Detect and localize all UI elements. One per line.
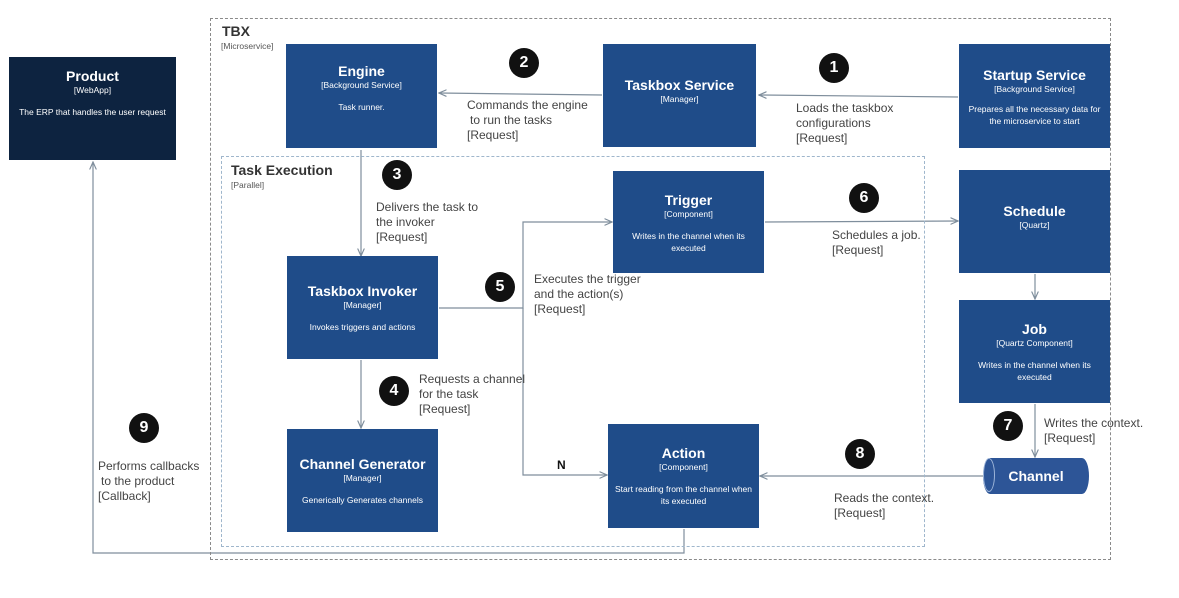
edge-label-9-line-1: Performs callbacks bbox=[98, 459, 200, 473]
taskbox-invoker-type: [Manager] bbox=[343, 300, 382, 310]
taskbox-invoker-node[interactable]: Taskbox Invoker [Manager] Invokes trigge… bbox=[287, 256, 438, 359]
edge-label-4: Requests a channel for the task [Request… bbox=[419, 372, 525, 417]
product-title: Product bbox=[66, 68, 119, 84]
tbx-title: TBX bbox=[222, 23, 250, 39]
edge-label-7: Writes the context. [Request] bbox=[1044, 416, 1143, 446]
edge-invoker-to-action bbox=[522, 308, 607, 475]
job-node[interactable]: Job [Quartz Component] Writes in the cha… bbox=[959, 300, 1110, 403]
edge-label-3: Delivers the task to the invoker [Reques… bbox=[376, 200, 478, 245]
edge-label-1-line-3: [Request] bbox=[796, 131, 848, 145]
edge-label-3-line-1: Delivers the task to bbox=[376, 200, 479, 214]
schedule-node[interactable]: Schedule [Quartz] bbox=[959, 170, 1110, 273]
edge-invoker-to-trigger bbox=[439, 222, 612, 309]
channel-node[interactable]: Channel bbox=[983, 458, 1089, 494]
channel-generator-type: [Manager] bbox=[343, 473, 382, 483]
startup-service-type: [Background Service] bbox=[994, 84, 1075, 94]
trigger-type: [Component] bbox=[664, 209, 713, 219]
edge-label-1-line-2: configurations bbox=[796, 116, 871, 130]
taskbox-invoker-title: Taskbox Invoker bbox=[307, 283, 418, 299]
edge-label-5: Executes the trigger and the action(s) [… bbox=[534, 272, 641, 317]
edge-label-1: Loads the taskbox configurations [Reques… bbox=[796, 101, 893, 146]
step-badge-1: 1 bbox=[819, 53, 849, 83]
task-execution-title: Task Execution bbox=[231, 162, 333, 178]
action-desc: Start reading from the channel when its … bbox=[614, 484, 753, 506]
taskbox-invoker-desc: Invokes triggers and actions bbox=[309, 322, 416, 332]
edge-label-2: Commands the engine to run the tasks [Re… bbox=[467, 98, 588, 143]
channel-generator-title: Channel Generator bbox=[299, 456, 426, 472]
channel-generator-desc: Generically Generates channels bbox=[302, 495, 423, 505]
edge-label-6-line-1: Schedules a job. bbox=[832, 228, 921, 242]
job-title: Job bbox=[1022, 321, 1047, 337]
step-badge-8: 8 bbox=[845, 439, 875, 469]
edge-label-3-line-2: the invoker bbox=[376, 215, 435, 229]
startup-service-desc: Prepares all the necessary data for the … bbox=[968, 104, 1101, 126]
edge-label-2-line-1: Commands the engine bbox=[467, 98, 588, 112]
trigger-desc: Writes in the channel when its executed bbox=[632, 231, 745, 253]
edge-trigger-to-schedule bbox=[764, 221, 958, 222]
edge-action-to-product bbox=[93, 162, 685, 554]
edge-label-8-line-2: [Request] bbox=[834, 506, 886, 520]
task-execution-boundary bbox=[221, 156, 925, 547]
action-node[interactable]: Action [Component] Start reading from th… bbox=[608, 424, 759, 528]
edge-label-5-line-1: Executes the trigger bbox=[534, 272, 641, 286]
step-badge-9: 9 bbox=[129, 413, 159, 443]
trigger-title: Trigger bbox=[664, 192, 713, 208]
edge-label-2-line-3: [Request] bbox=[467, 128, 519, 142]
tbx-tag: [Microservice] bbox=[221, 41, 274, 51]
startup-service-title: Startup Service bbox=[983, 67, 1086, 83]
step-badge-7: 7 bbox=[993, 411, 1023, 441]
product-node[interactable]: Product [WebApp] The ERP that handles th… bbox=[9, 57, 176, 160]
product-type: [WebApp] bbox=[73, 85, 112, 95]
edge-taskbox-to-engine bbox=[439, 93, 603, 95]
step-badge-6: 6 bbox=[849, 183, 879, 213]
action-type: [Component] bbox=[659, 462, 708, 472]
edge-label-2-line-2: to run the tasks bbox=[470, 113, 553, 127]
step-badge-5: 5 bbox=[485, 272, 515, 302]
product-desc: The ERP that handles the user request bbox=[19, 107, 166, 117]
taskbox-service-node[interactable]: Taskbox Service [Manager] bbox=[603, 44, 756, 147]
edge-label-5-line-2: and the action(s) bbox=[534, 287, 624, 301]
edge-label-3-line-3: [Request] bbox=[376, 230, 428, 244]
schedule-type: [Quartz] bbox=[1019, 220, 1050, 230]
edge-label-5-line-3: [Request] bbox=[534, 302, 586, 316]
job-desc: Writes in the channel when its executed bbox=[978, 360, 1091, 382]
task-execution-tag: [Parallel] bbox=[231, 180, 265, 190]
channel-generator-node[interactable]: Channel Generator [Manager] Generically … bbox=[287, 429, 438, 532]
taskbox-service-title: Taskbox Service bbox=[624, 77, 735, 93]
tbx-boundary bbox=[210, 18, 1111, 560]
action-title: Action bbox=[661, 445, 706, 461]
job-type: [Quartz Component] bbox=[996, 338, 1073, 348]
startup-service-node[interactable]: Startup Service [Background Service] Pre… bbox=[959, 44, 1110, 148]
edge-label-4-line-3: [Request] bbox=[419, 402, 471, 416]
engine-type: [Background Service] bbox=[321, 80, 402, 90]
edge-label-9-line-2: to the product bbox=[101, 474, 175, 488]
engine-node[interactable]: Engine [Background Service] Task runner. bbox=[286, 44, 437, 148]
edge-label-4-line-1: Requests a channel bbox=[419, 372, 526, 386]
edge-label-8: Reads the context. [Request] bbox=[834, 491, 934, 521]
channel-cap bbox=[983, 458, 995, 492]
edge-label-6: Schedules a job. [Request] bbox=[832, 228, 921, 258]
edge-label-8-line-1: Reads the context. bbox=[834, 491, 935, 505]
edge-label-9-line-3: [Callback] bbox=[98, 489, 151, 503]
trigger-node[interactable]: Trigger [Component] Writes in the channe… bbox=[613, 171, 764, 273]
channel-title: Channel bbox=[1008, 468, 1064, 484]
schedule-title: Schedule bbox=[1003, 203, 1066, 219]
multiplicity-label: N bbox=[557, 458, 566, 472]
step-badge-2: 2 bbox=[509, 48, 539, 78]
taskbox-service-type: [Manager] bbox=[660, 94, 699, 104]
step-badge-4: 4 bbox=[379, 376, 409, 406]
edge-label-7-line-2: [Request] bbox=[1044, 431, 1096, 445]
engine-title: Engine bbox=[338, 63, 385, 79]
edge-startup-to-taskbox bbox=[759, 95, 959, 97]
edge-label-6-line-2: [Request] bbox=[832, 243, 884, 257]
edge-label-4-line-2: for the task bbox=[419, 387, 479, 401]
edge-label-7-line-1: Writes the context. bbox=[1044, 416, 1144, 430]
engine-desc: Task runner. bbox=[338, 102, 385, 112]
step-badge-3: 3 bbox=[382, 160, 412, 190]
edge-label-9: Performs callbacks to the product [Callb… bbox=[98, 459, 199, 504]
edge-label-1-line-1: Loads the taskbox bbox=[796, 101, 894, 115]
